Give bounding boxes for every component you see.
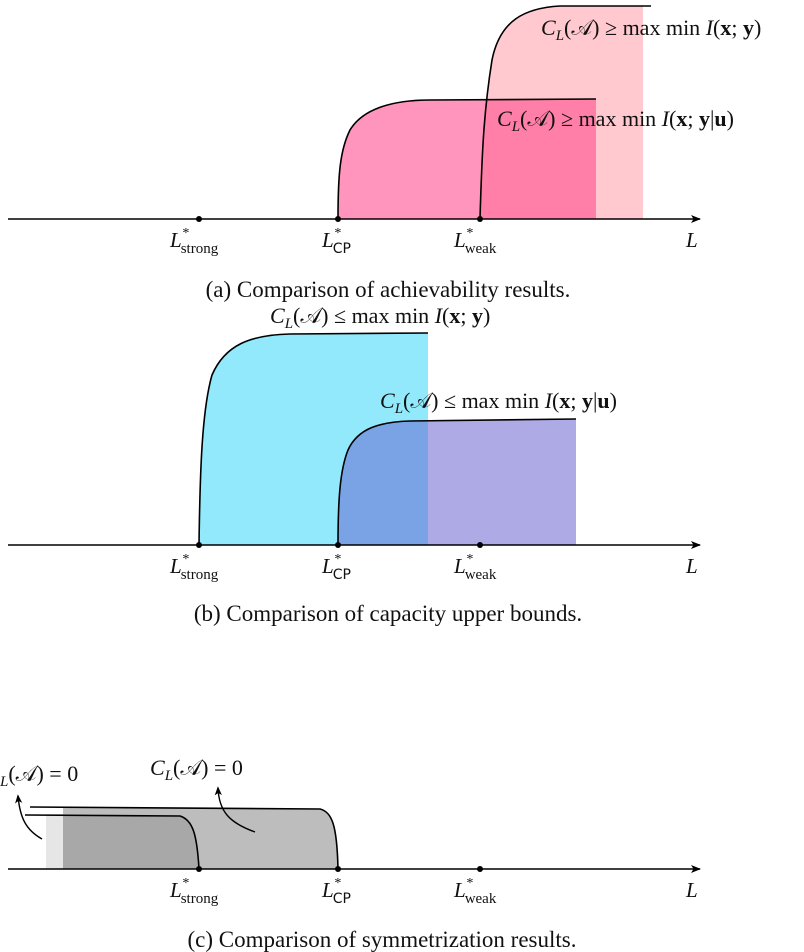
tick-a-weak: [477, 216, 483, 222]
curve-b-strong: [198, 332, 429, 546]
formula-b-xy: CL(𝒜) ≤ max min I(x; y): [270, 303, 490, 332]
region-b-overlap: [338, 421, 428, 545]
curve-a-cp: [337, 98, 597, 220]
caption-b: (b) Comparison of capacity upper bounds.: [194, 601, 582, 626]
region-b-cp-purple: [428, 419, 576, 545]
curve-c-cp: [29, 806, 339, 870]
formula-a-xyu: CL(𝒜) ≥ max min I(x; y|u): [497, 106, 734, 135]
tick-c-cp: [335, 866, 341, 872]
curve-b-cp: [337, 418, 577, 546]
label-a-cp: L*CP: [321, 226, 351, 257]
formula-a-xy: CL(𝒜) ≥ max min I(x; y): [541, 15, 761, 44]
tick-a-cp: [335, 216, 341, 222]
curve-a-weak: [479, 5, 651, 220]
label-a-weak: L*weak: [453, 226, 497, 257]
label-b-end: L: [685, 554, 698, 578]
tick-b-weak: [477, 542, 483, 548]
label-b-strong: L*strong: [169, 552, 219, 583]
caption-a: (a) Comparison of achievability results.: [206, 277, 571, 302]
tick-c-strong: [196, 866, 202, 872]
label-c-strong: L*strong: [169, 876, 219, 907]
pointer-c-left: [15, 794, 43, 840]
region-c-light: [46, 814, 63, 869]
panel-c: L*strong L*CP L*weak L L(𝒜) = 0 CL(𝒜) = …: [0, 755, 701, 952]
formula-c-left: L(𝒜) = 0: [0, 761, 78, 790]
label-a-end: L: [685, 228, 698, 252]
label-c-weak: L*weak: [453, 876, 497, 907]
region-a-overlap: [480, 99, 596, 219]
caption-c: (c) Comparison of symmetrization results…: [187, 927, 576, 952]
panel-a: L*strong L*CP L*weak L CL(𝒜) ≥ max min I…: [8, 5, 761, 302]
tick-b-cp: [335, 542, 341, 548]
tick-b-strong: [196, 542, 202, 548]
panel-b: L*strong L*CP L*weak L CL(𝒜) ≤ max min I…: [8, 303, 701, 626]
tick-c-weak: [477, 866, 483, 872]
tick-a-strong: [196, 216, 202, 222]
formula-b-xyu: CL(𝒜) ≤ max min I(x; y|u): [380, 388, 617, 417]
label-c-end: L: [685, 878, 698, 902]
label-b-weak: L*weak: [453, 552, 497, 583]
label-c-cp: L*CP: [321, 876, 351, 907]
curve-c-strong: [24, 814, 200, 870]
region-c-dark: [63, 815, 199, 869]
formula-c-right: CL(𝒜) = 0: [150, 755, 243, 784]
pointer-c-right: [214, 786, 256, 833]
label-b-cp: L*CP: [321, 552, 351, 583]
label-a-strong: L*strong: [169, 226, 219, 257]
